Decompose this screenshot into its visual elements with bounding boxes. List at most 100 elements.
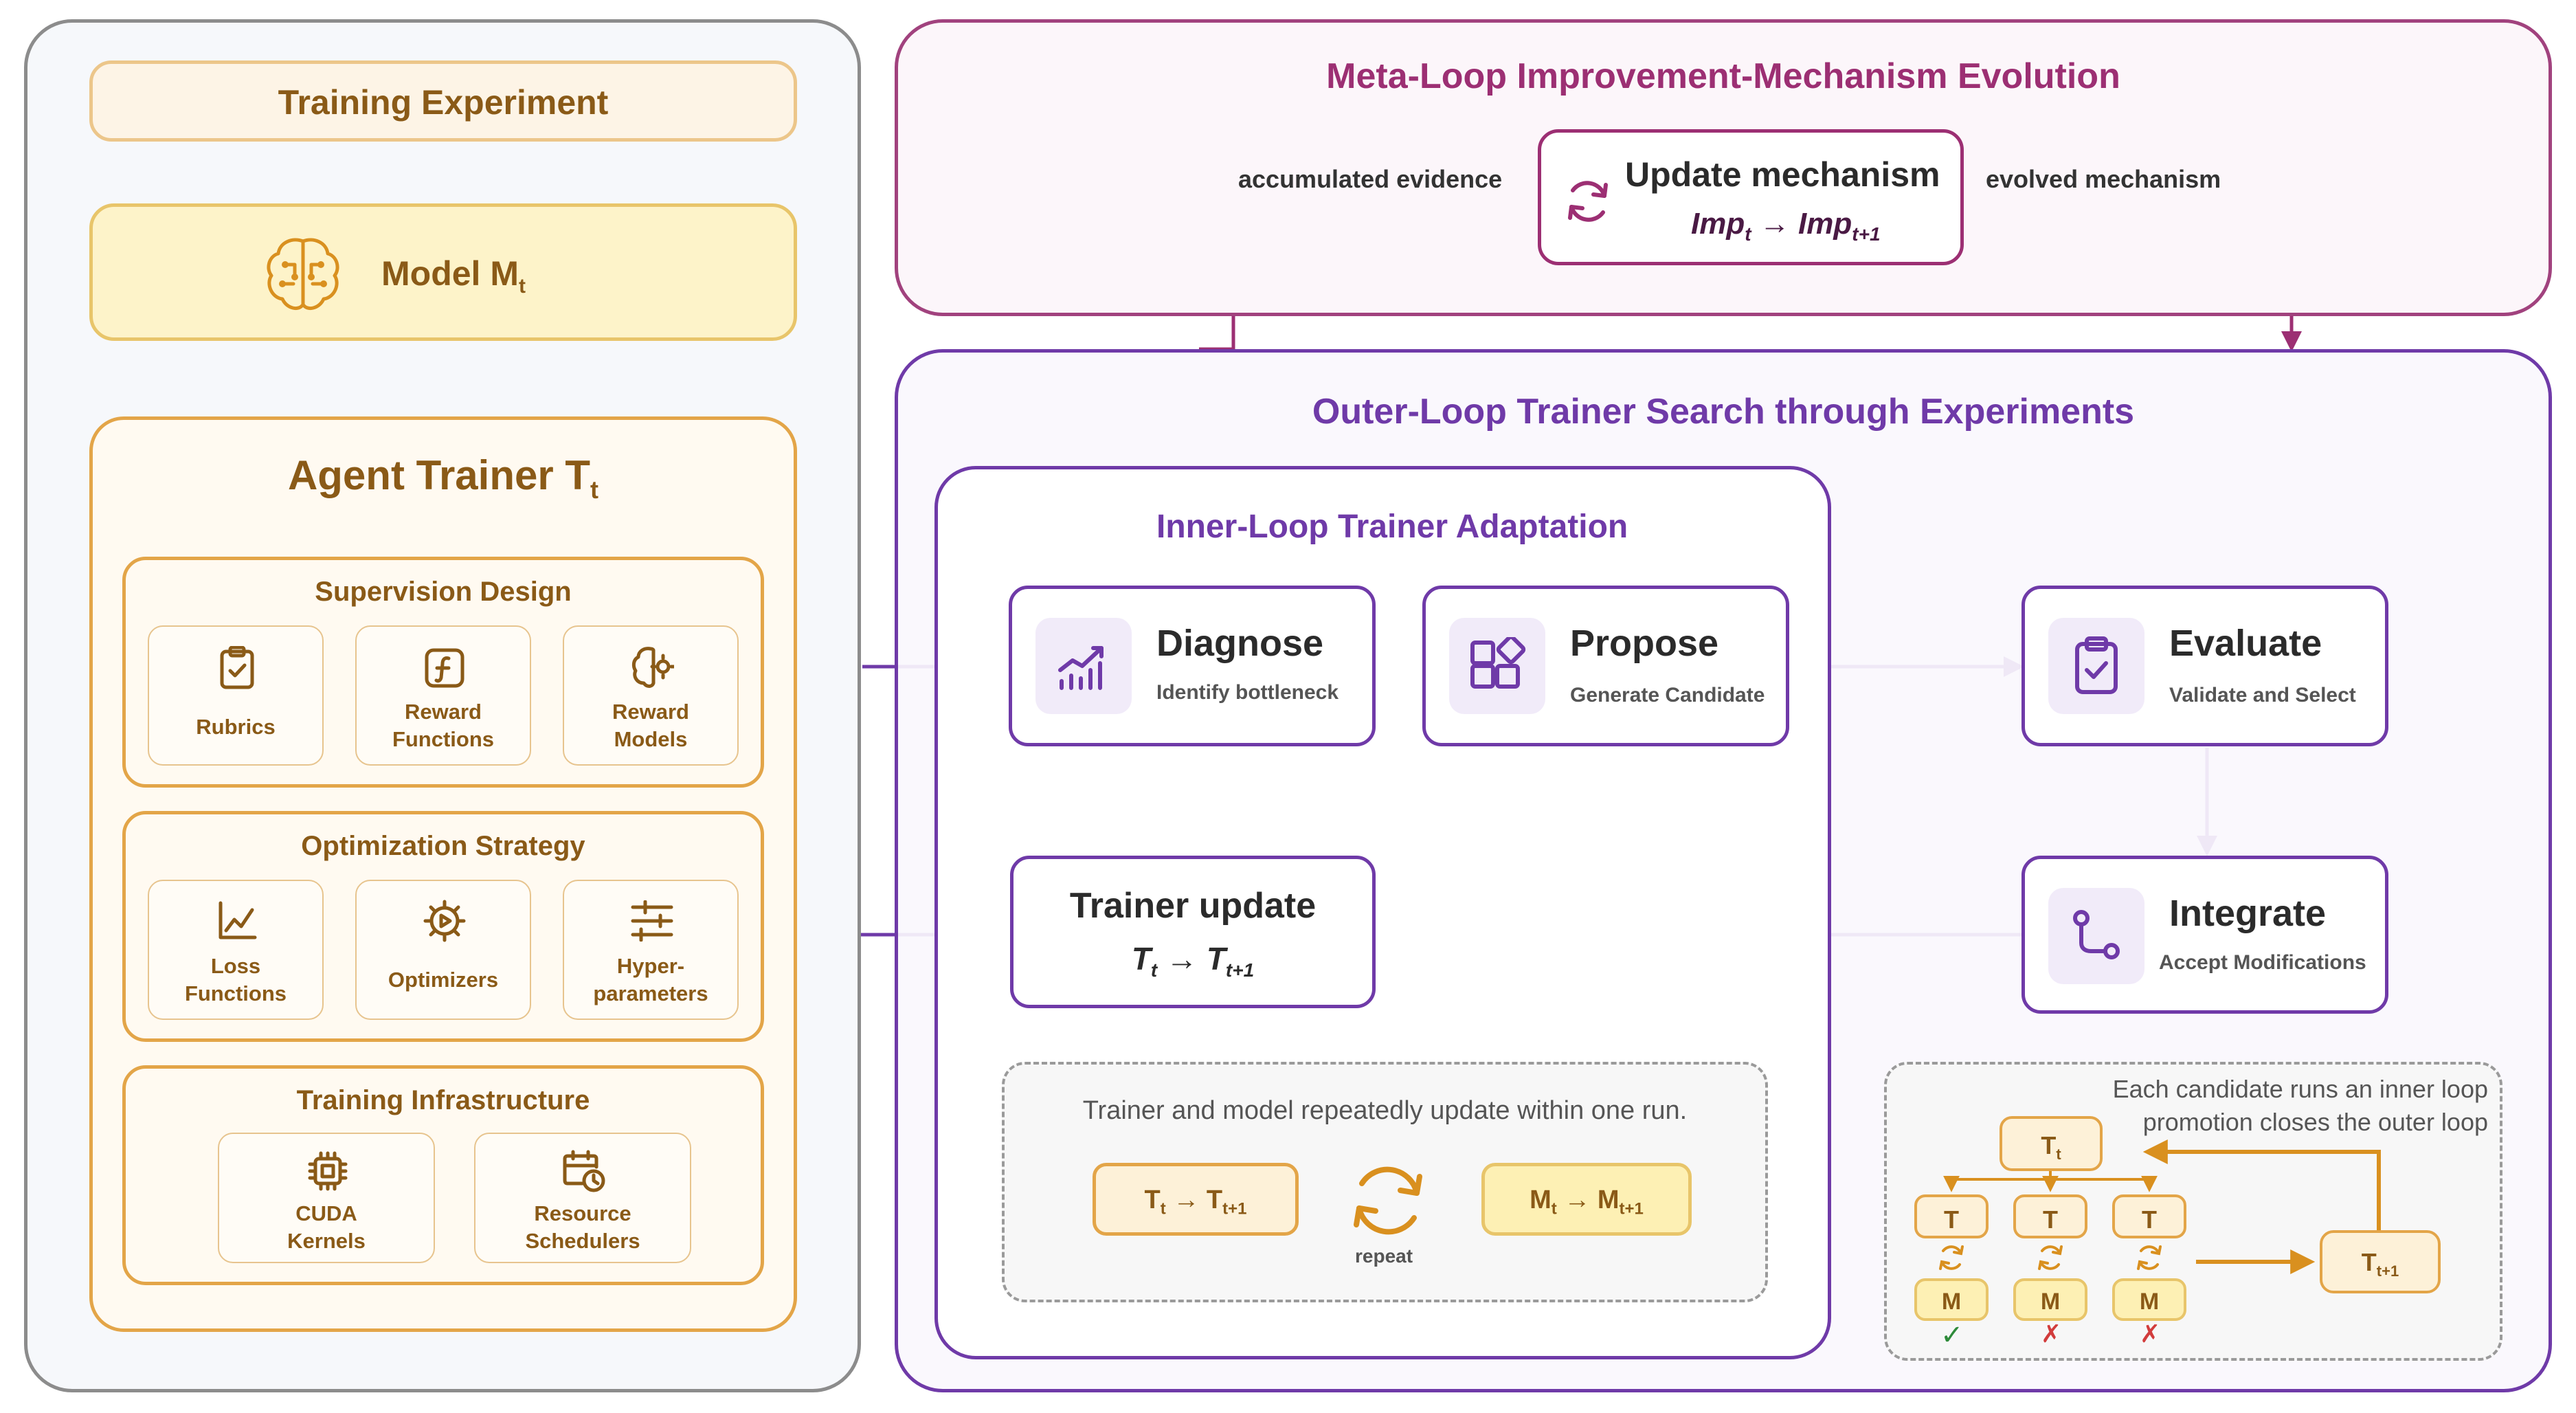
tree-model-node: M [2013,1278,2087,1321]
reward-functions-cell: Reward Functions [355,625,531,766]
tree-child-label: T [2043,1205,2058,1234]
optimizers-label-1: Optimizers [388,968,499,992]
tree-model-label: M [2139,1289,2160,1315]
integrate-title: Integrate [2169,893,2327,934]
model-label: Model Mt [381,254,526,298]
propose-title: Propose [1570,623,1719,664]
evaluate-box: Evaluate Validate and Select [2021,586,2388,746]
evaluate-subtitle: Validate and Select [2169,684,2356,706]
update-mechanism-title: Update mechanism [1625,155,1940,194]
reward-functions-label-2: Functions [392,727,495,751]
grid-plus-icon [1470,637,1526,689]
brain-gear-icon [631,647,674,688]
t-update-pill: Tt → Tt+1 [1093,1163,1299,1236]
line-chart-icon [219,901,257,939]
m-update-pill: Mt → Mt+1 [1481,1163,1692,1236]
resource-schedulers-label-1: Resource [534,1201,631,1225]
trainer-update-formula: Tt → Tt+1 [1131,941,1255,981]
calendar-clock-icon [563,1150,605,1192]
optimizers-cell: Optimizers [355,880,531,1020]
evaluate-title: Evaluate [2169,623,2322,664]
reward-functions-label-1: Reward [405,700,482,724]
chip-icon [308,1151,348,1191]
resource-schedulers-cell: Resource Schedulers [474,1133,691,1263]
cuda-kernels-cell: CUDA Kernels [218,1133,435,1263]
cycle-icon [2038,1245,2063,1270]
hyperparameters-cell: Hyper- parameters [563,880,739,1020]
sliders-icon [631,900,673,942]
tree-model-node: M [2112,1278,2186,1321]
t-update-pill-text: Tt → Tt+1 [1144,1186,1247,1219]
rubrics-cell: Rubrics [148,625,324,766]
brain-icon [267,238,339,311]
integrate-box: Integrate Accept Modifications [2021,856,2388,1014]
cross-mark-icon: ✗ [2140,1320,2161,1348]
outer-loop-title: Outer-Loop Trainer Search through Experi… [1312,392,2135,432]
propose-box: Propose Generate Candidate [1422,586,1789,746]
tree-child-node: T [2112,1194,2186,1238]
tree-root-label: Tt [2041,1131,2061,1164]
reward-models-label-1: Reward [612,700,689,724]
evaluate-icon-box [2048,618,2144,714]
clipboard-check-icon [2075,636,2118,694]
gear-play-icon [423,900,466,942]
tree-promoted-label: Tt+1 [2361,1248,2399,1280]
inner-loop-title: Inner-Loop Trainer Adaptation [1156,509,1628,545]
meta-loop-title: Meta-Loop Improvement-Mechanism Evolutio… [1326,56,2120,96]
tree-model-node: M [1914,1278,1989,1321]
tree-note-line1: Each candidate runs an inner loop [2112,1075,2488,1103]
repeat-label: repeat [1355,1245,1413,1267]
tree-model-label: M [1941,1289,1962,1315]
integrate-subtitle: Accept Modifications [2159,951,2366,974]
hyperparameters-label-1: Hyper- [616,954,685,978]
update-mechanism-box: Update mechanism Impt → Impt+1 [1538,129,1964,265]
diagnose-icon-box [1035,618,1132,714]
trainer-update-title: Trainer update [1069,886,1317,926]
tree-child-label: T [1944,1205,1959,1234]
cycle-icon [1939,1245,1964,1270]
loss-functions-label-2: Functions [184,981,287,1005]
tree-child-label: T [2142,1205,2157,1234]
optimization-strategy-title: Optimization Strategy [301,831,585,861]
tree-promoted-node: Tt+1 [2320,1230,2441,1293]
training-infrastructure-title: Training Infrastructure [296,1085,590,1115]
cycle-icon [2137,1245,2162,1270]
diagnose-title: Diagnose [1156,623,1324,664]
check-mark-icon: ✓ [1940,1320,1964,1350]
loss-functions-label-1: Loss [210,954,261,978]
evolved-mechanism-label: evolved mechanism [1986,165,2221,193]
cuda-kernels-label-2: Kernels [287,1229,366,1253]
propose-subtitle: Generate Candidate [1570,684,1765,706]
resource-schedulers-label-2: Schedulers [525,1229,640,1253]
tree-model-label: M [2040,1289,2061,1315]
repeat-icon [1354,1166,1422,1235]
tree-note-line2: promotion closes the outer loop [2142,1108,2488,1136]
propose-icon-box [1449,618,1545,714]
tree-child-node: T [1914,1194,1989,1238]
clipboard-icon [220,646,254,689]
rubrics-label-1: Rubrics [196,715,276,739]
loss-functions-cell: Loss Functions [148,880,324,1020]
trainer-update-box: Trainer update Tt → Tt+1 [1010,856,1376,1008]
tree-root-node: Tt [2000,1116,2103,1171]
supervision-design-title: Supervision Design [315,577,572,607]
cross-mark-icon: ✗ [2041,1320,2062,1348]
integrate-icon-box [2048,888,2144,984]
training-experiment-header: Training Experiment [89,60,797,142]
merge-icon [2073,910,2120,959]
refresh-icon [1568,181,1608,222]
hyperparameters-label-2: parameters [593,981,708,1005]
analytics-icon [1058,646,1104,690]
diagnose-box: Diagnose Identify bottleneck [1009,586,1376,746]
inner-loop-note-text: Trainer and model repeatedly update with… [1082,1096,1688,1125]
reward-models-label-2: Models [614,727,688,751]
reward-models-cell: Reward Models [563,625,739,766]
agent-trainer-title: Agent Trainer Tt [287,452,599,504]
update-mechanism-formula: Impt → Impt+1 [1691,207,1881,245]
training-experiment-title: Training Experiment [278,83,609,122]
function-icon [425,648,464,688]
diagnose-subtitle: Identify bottleneck [1156,681,1339,704]
model-box: Model Mt [89,203,797,341]
accumulated-evidence-label: accumulated evidence [1238,165,1503,193]
